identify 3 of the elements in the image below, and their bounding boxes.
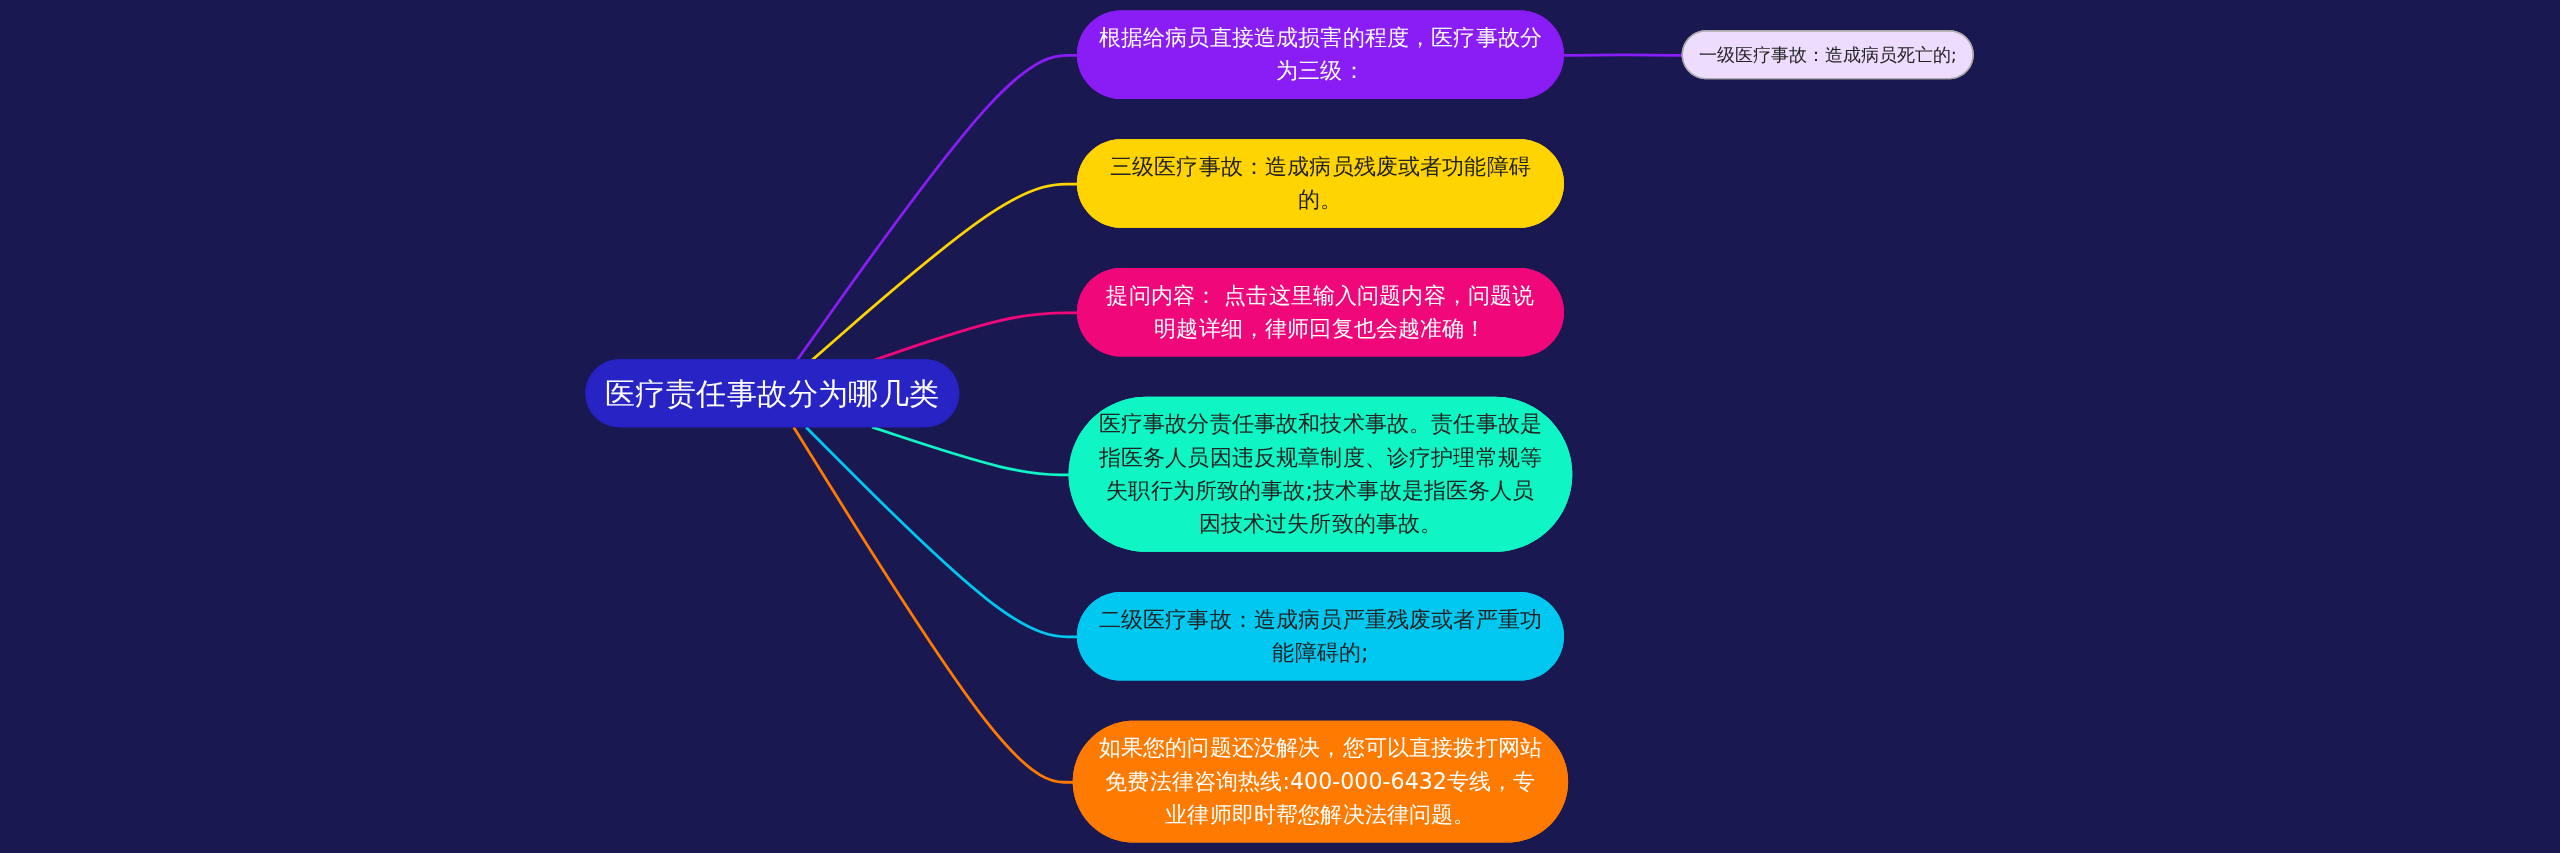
- connector: [796, 53, 1079, 362]
- connector: [810, 182, 1079, 362]
- connector: [805, 426, 1079, 639]
